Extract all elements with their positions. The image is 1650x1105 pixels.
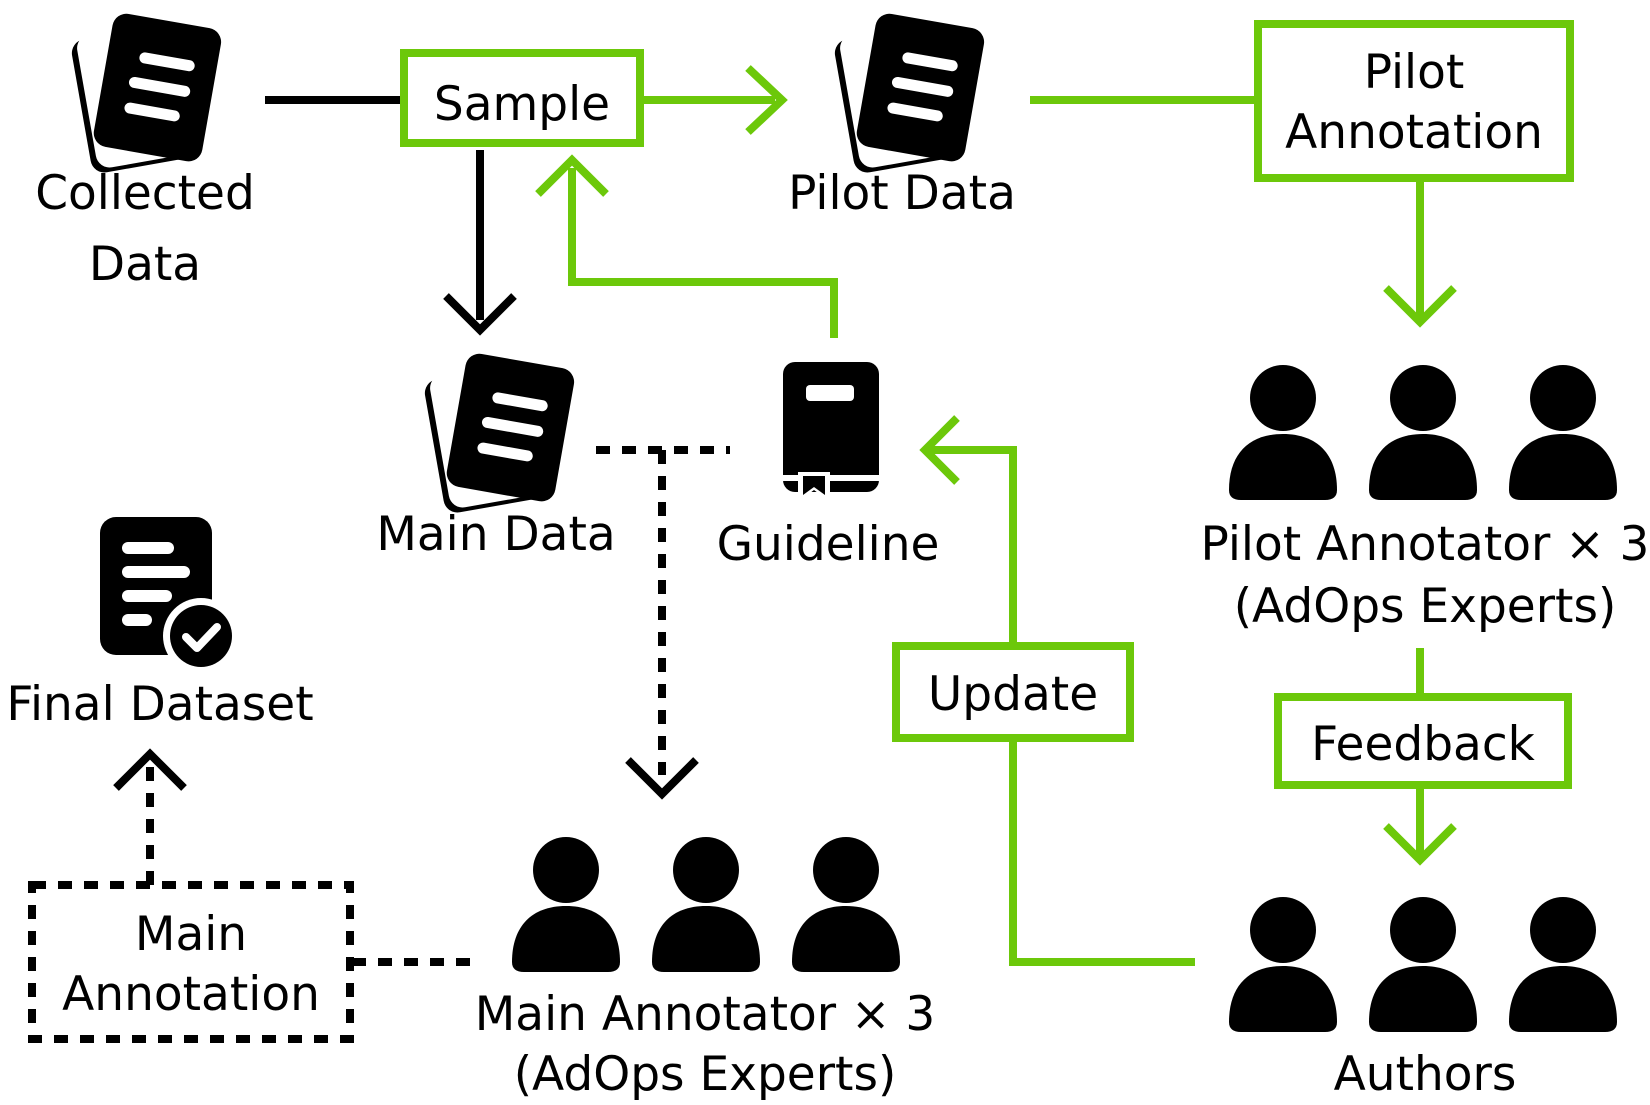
pilot-data-documents-icon [832,11,987,175]
pilot-annotators-label-line-1: Pilot Annotator × 3 [1201,517,1650,572]
sample-box [400,49,644,147]
arrowhead-authors [1383,823,1457,866]
main-data-label: Main Data [376,507,615,562]
authors-group-icon [1229,897,1617,1032]
collected-data-label-line-1: Collected [35,166,255,221]
connector-update-to-guideline [928,446,1017,646]
main-annotators-group-icon [512,837,900,972]
connector-authors-to-update [1009,740,1195,966]
main-annotation-box [28,881,354,1043]
arrowhead-pilot-data [745,65,788,135]
person-icon [1509,897,1617,1032]
connector-guideline-to-sample [568,168,838,338]
update-label: Update [928,667,1098,722]
person-icon [1369,897,1477,1032]
guideline-label: Guideline [717,517,940,572]
person-icon [512,837,620,972]
person-icon [792,837,900,972]
main-annotators-label-line-2: (AdOps Experts) [514,1047,897,1100]
main-data-documents-icon [422,351,577,515]
final-dataset-label: Final Dataset [6,677,313,732]
arrowhead-guideline [919,415,960,485]
person-icon [1229,897,1337,1032]
arrowhead-main-data [443,293,517,336]
main-annotation-label-line-1: Main [135,907,247,962]
collected-data-documents-icon [69,11,224,175]
sample-label: Sample [434,77,610,132]
main-annotators-label-line-1: Main Annotator × 3 [475,987,936,1042]
arrowhead-pilot-annotators [1383,285,1457,328]
pilot-annotators-label-line-2: (AdOps Experts) [1234,579,1617,634]
arrowhead-final-dataset [113,748,187,791]
person-icon [1369,365,1477,500]
person-icon [1229,365,1337,500]
feedback-box [1274,693,1572,789]
person-icon [1509,365,1617,500]
feedback-label: Feedback [1311,717,1536,772]
person-icon [652,837,760,972]
arrowhead-sample [535,154,609,197]
pilot-annotators-group-icon [1229,365,1617,500]
authors-label: Authors [1334,1047,1517,1100]
update-box [892,642,1134,742]
pilot-data-label: Pilot Data [788,166,1016,221]
checked-document-icon [100,517,239,674]
collected-data-label-line-2: Data [89,237,201,292]
pilot-annotation-label-line-2: Annotation [1285,105,1543,160]
book-icon [783,362,879,502]
main-annotation-label-line-2: Annotation [62,967,320,1022]
pilot-annotation-box [1254,20,1574,182]
arrowhead-main-annotators [625,757,699,800]
pilot-annotation-label-line-1: Pilot [1364,45,1465,100]
